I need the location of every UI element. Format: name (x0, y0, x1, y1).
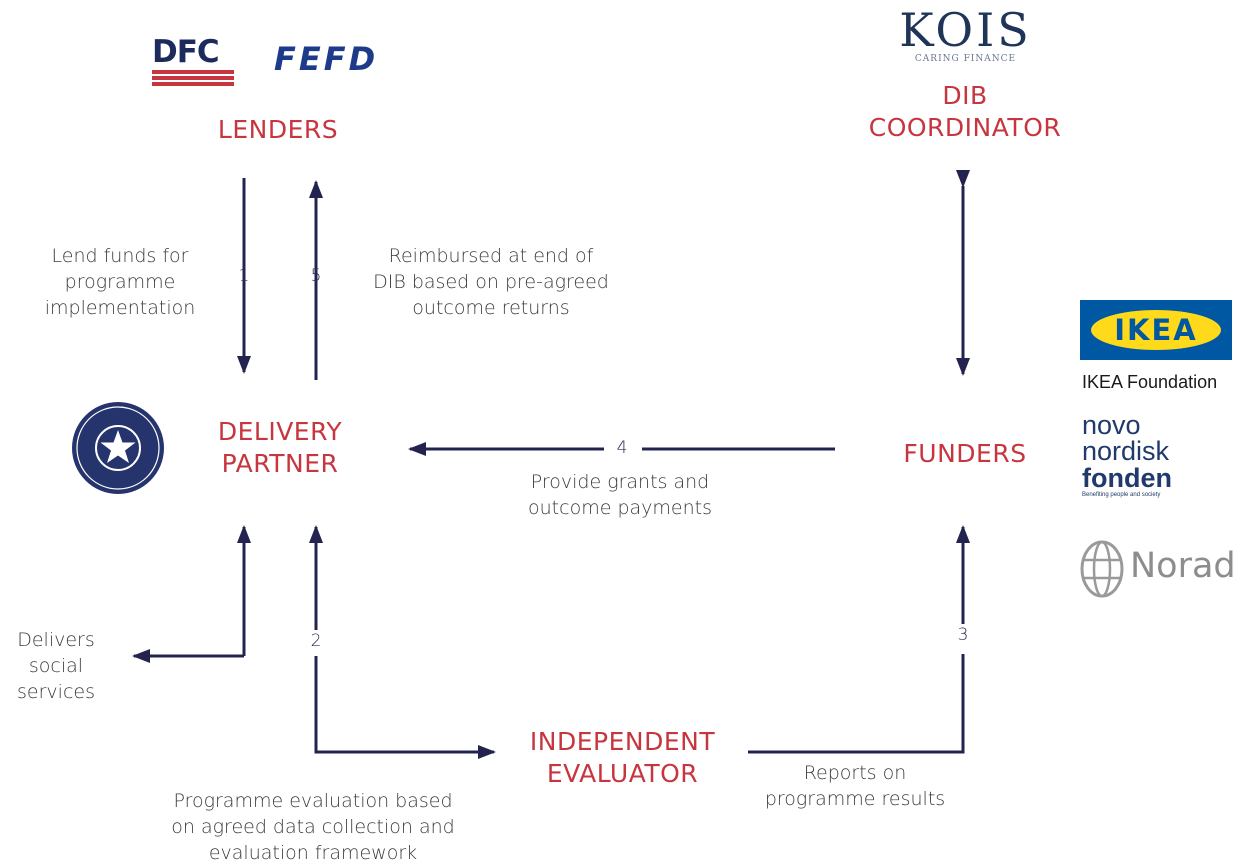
kois-logo: KOIS CARING FINANCE (898, 6, 1033, 64)
delivery-partner-label: DELIVERY PARTNER (180, 416, 380, 480)
grants-line1: Provide grants and (530, 471, 710, 493)
delivers-line2: social (28, 655, 84, 677)
step-1: 1 (238, 266, 250, 286)
evaluator-line2: EVALUATOR (546, 759, 699, 788)
ikea-oval: IKEA (1091, 310, 1221, 350)
ferd-logo: FEFD (274, 40, 379, 78)
step-2: 2 (310, 631, 322, 651)
reports-line2: programme results (764, 788, 946, 810)
step-3: 3 (957, 625, 969, 645)
step-4: 4 (616, 438, 628, 458)
lend-funds-text: Lend funds for programme implementation (10, 243, 230, 321)
norad-logo: Norad (1078, 540, 1238, 600)
novo-line3: fonden (1082, 463, 1172, 493)
reports-line1: Reports on (803, 762, 907, 784)
grants-line2: outcome payments (528, 497, 712, 519)
lend-funds-line1: Lend funds for (51, 245, 189, 267)
lend-funds-line3: implementation (44, 297, 196, 319)
ikea-foundation-text: IKEA Foundation (1082, 372, 1218, 392)
dfc-logo: DFC (152, 36, 234, 88)
dib-coordinator-label: DIB COORDINATOR (830, 80, 1100, 144)
evaluation-line3: evaluation framework (208, 842, 418, 864)
dfc-stripes (152, 70, 234, 86)
grants-text: Provide grants and outcome payments (480, 469, 760, 521)
kois-tagline: CARING FINANCE (914, 54, 1017, 64)
step-5: 5 (310, 266, 322, 286)
novo-nordisk-fonden-logo: novo nordisk fonden Benefiting people an… (1082, 410, 1232, 499)
dib-coordinator-line2: COORDINATOR (868, 113, 1062, 142)
reports-text: Reports on programme results (740, 760, 970, 812)
arrow-evaluation (314, 656, 496, 759)
evaluation-text: Programme evaluation based on agreed dat… (130, 788, 496, 866)
evaluation-line1: Programme evaluation based (173, 790, 453, 812)
dfc-logo-text: DFC (152, 34, 220, 70)
funders-label: FUNDERS (903, 439, 1027, 468)
norad-globe-icon (1080, 540, 1124, 598)
dib-coordinator-line1: DIB (942, 81, 988, 110)
lenders-label: LENDERS (217, 115, 339, 144)
arrow-reports (748, 654, 965, 754)
delivers-line3: services (17, 681, 95, 703)
delivery-partner-line2: PARTNER (221, 449, 339, 478)
novo-line2: nordisk (1082, 436, 1170, 466)
norad-logo-text: Norad (1130, 546, 1236, 586)
lend-funds-line2: programme (64, 271, 176, 293)
reimbursed-line2: DIB based on pre-agreed (373, 271, 609, 293)
kois-logo-text: KOIS (899, 3, 1032, 57)
novo-line1: novo (1082, 410, 1141, 440)
delivers-text: Delivers social services (0, 627, 112, 705)
ikea-logo-text: IKEA (1114, 313, 1198, 347)
near-east-foundation-logo (70, 400, 166, 496)
reimbursed-line1: Reimbursed at end of (388, 245, 594, 267)
novo-tagline: Benefiting people and society (1082, 492, 1161, 498)
reimbursed-text: Reimbursed at end of DIB based on pre-ag… (336, 243, 646, 321)
evaluator-line1: INDEPENDENT (529, 727, 716, 756)
near-east-seal-icon (72, 402, 164, 494)
evaluator-label: INDEPENDENT EVALUATOR (500, 726, 745, 790)
ikea-logo: IKEA (1080, 300, 1232, 360)
evaluation-line2: on agreed data collection and (171, 816, 455, 838)
delivers-line1: Delivers (17, 629, 95, 651)
delivery-partner-line1: DELIVERY (217, 417, 343, 446)
reimbursed-line3: outcome returns (412, 297, 570, 319)
